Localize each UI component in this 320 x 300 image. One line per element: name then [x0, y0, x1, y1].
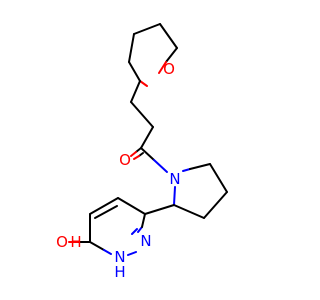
amide-nitrogen-label: N: [169, 170, 180, 188]
pyridazine-nh-label: N: [114, 248, 125, 266]
carbonyl-oxygen-label: O: [119, 151, 131, 169]
bond: [94, 205, 118, 219]
bond: [141, 213, 146, 228]
bond: [89, 197, 119, 215]
bond: [117, 197, 146, 215]
pyridazine-h-label: H: [114, 263, 125, 281]
bond: [203, 191, 228, 219]
pyridazine-n-label: N: [140, 232, 151, 250]
thf-ring: [128, 23, 178, 87]
bond: [89, 241, 105, 251]
bond: [158, 61, 167, 74]
molecule-drawing: O O N N N H O H: [56, 23, 228, 281]
carbonyl: [130, 147, 168, 173]
bond: [140, 147, 155, 161]
bond: [209, 163, 228, 193]
bond: [165, 47, 178, 63]
bond: [189, 163, 211, 170]
bond: [173, 204, 205, 219]
bond: [130, 151, 137, 157]
bond: [131, 228, 138, 235]
bond: [182, 168, 191, 172]
pyridazinone-ring: [68, 197, 146, 256]
bond: [130, 101, 154, 128]
bond: [128, 61, 141, 82]
bond: [159, 23, 178, 49]
bond: [130, 80, 141, 103]
bond: [128, 33, 135, 63]
bond: [139, 80, 148, 87]
structure-canvas: O O N N N H O H: [56, 23, 228, 281]
bond: [140, 126, 154, 149]
pyrrolidine-ring: [173, 163, 228, 219]
bond: [135, 147, 142, 153]
bond: [173, 186, 176, 206]
bond: [144, 204, 175, 215]
bond: [133, 23, 161, 35]
bond: [127, 251, 137, 256]
hydroxyl-h-label: H: [70, 233, 81, 251]
acyl-chain: [130, 80, 154, 149]
ring-oxygen-label: O: [163, 60, 175, 78]
bond: [137, 226, 143, 233]
hydroxyl-oxygen-label: O: [56, 233, 68, 251]
bond: [103, 249, 112, 255]
bond: [133, 155, 140, 160]
bond: [153, 159, 168, 173]
